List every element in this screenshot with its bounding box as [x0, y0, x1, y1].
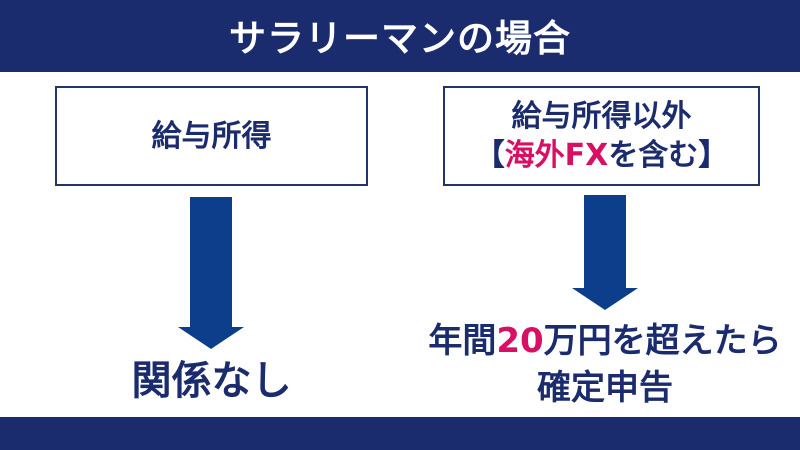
right-arrow-head: [572, 288, 638, 310]
left-result-text: 関係なし: [131, 358, 292, 404]
amount-20-highlight: 20: [496, 321, 544, 361]
salary-income-box: 給与所得: [55, 86, 368, 186]
right-result-line1: 年間20万円を超えたら: [415, 318, 795, 365]
left-arrow-head: [178, 327, 244, 349]
non-salary-income-label-line1: 給与所得以外: [511, 99, 692, 134]
right-result-line2: 確定申告: [537, 368, 673, 408]
right-result-text: 年間20万円を超えたら 確定申告: [415, 318, 795, 412]
non-salary-income-label-line2: 【海外FXを含む】: [475, 136, 729, 175]
right-arrow-shaft: [584, 195, 626, 288]
left-down-arrow-icon: [178, 197, 244, 349]
salary-income-label: 給与所得: [151, 118, 272, 154]
left-arrow-shaft: [190, 197, 232, 327]
footer-bar: [0, 417, 800, 450]
overseas-fx-highlight: 海外FX: [504, 138, 609, 173]
bracket-open-text: 【: [474, 138, 505, 173]
non-salary-income-box: 給与所得以外 【海外FXを含む】: [443, 86, 760, 186]
header-bar: サラリーマンの場合: [0, 0, 800, 72]
right-down-arrow-icon: [572, 195, 638, 310]
page-title: サラリーマンの場合: [229, 16, 571, 60]
right-result-line1-prefix: 年間: [428, 321, 497, 361]
right-result-line1-suffix: 万円を超えたら: [543, 321, 782, 361]
bracket-close-text: を含む】: [608, 138, 729, 173]
